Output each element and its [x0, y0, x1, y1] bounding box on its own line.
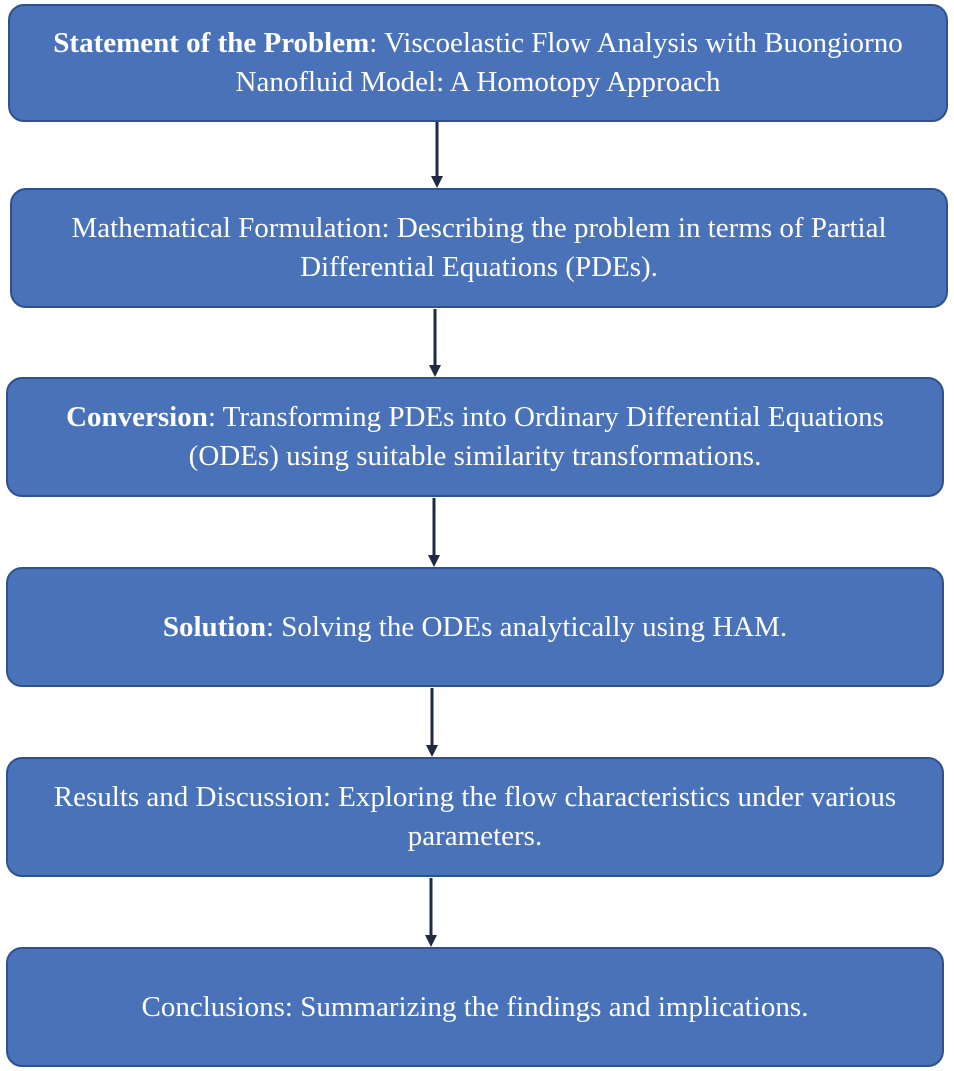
step-text: Conclusions: Summarizing the findings an…: [142, 988, 809, 1027]
step-description: Mathematical Formulation: Describing the…: [71, 212, 887, 283]
step-description: : Solving the ODEs analytically using HA…: [266, 610, 788, 643]
step-title: Solution: [162, 610, 266, 643]
step-solution: Solution: Solving the ODEs analytically …: [6, 567, 944, 687]
step-text: Mathematical Formulation: Describing the…: [32, 209, 926, 287]
step-text: Conversion: Transforming PDEs into Ordin…: [28, 398, 922, 476]
step-title: Statement of the Problem: [53, 27, 370, 59]
step-description: Results and Discussion: Exploring the fl…: [53, 781, 897, 852]
step-text: Statement of the Problem: Viscoelastic F…: [30, 24, 926, 102]
step-description: Conclusions: Summarizing the findings an…: [141, 990, 809, 1023]
step-conversion: Conversion: Transforming PDEs into Ordin…: [6, 377, 944, 497]
step-mathematical-formulation: Mathematical Formulation: Describing the…: [10, 188, 948, 308]
step-results-and-discussion: Results and Discussion: Exploring the fl…: [6, 757, 944, 877]
step-description: : Viscoelastic Flow Analysis with Buongi…: [235, 27, 903, 98]
step-text: Results and Discussion: Exploring the fl…: [28, 778, 922, 856]
step-description: : Transforming PDEs into Ordinary Differ…: [188, 401, 884, 472]
step-statement-of-problem: Statement of the Problem: Viscoelastic F…: [8, 4, 948, 122]
step-title: Conversion: [66, 401, 208, 433]
step-text: Solution: Solving the ODEs analytically …: [163, 608, 787, 647]
step-conclusions: Conclusions: Summarizing the findings an…: [6, 947, 944, 1067]
